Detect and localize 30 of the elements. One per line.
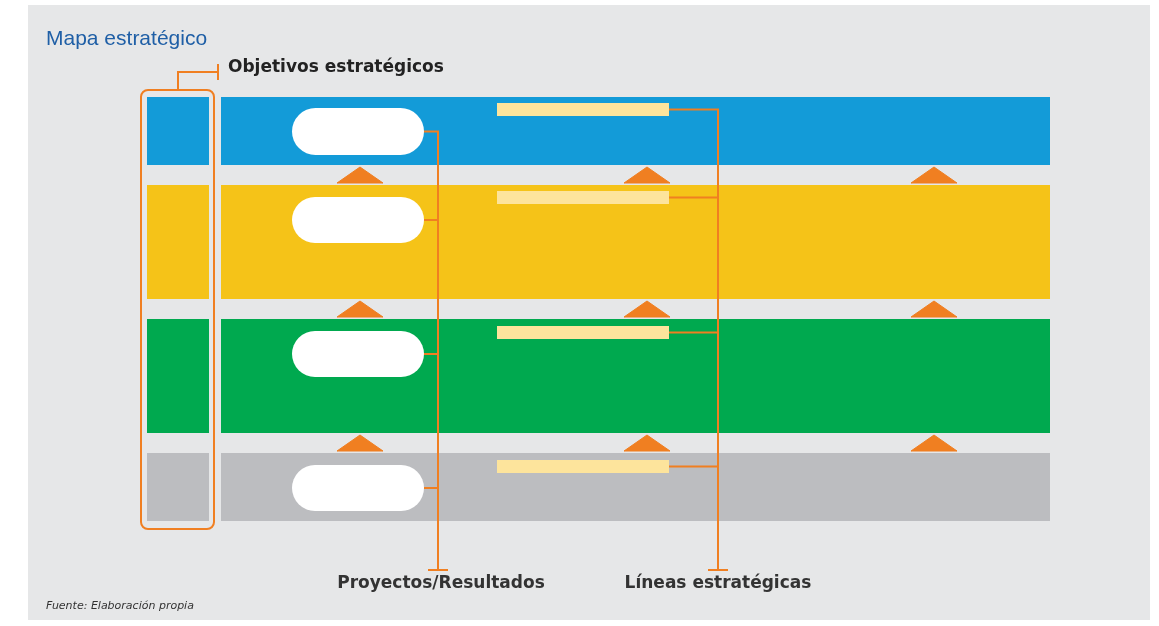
blank-pill xyxy=(292,465,424,511)
up-arrow xyxy=(336,300,384,318)
up-arrow xyxy=(623,434,671,452)
color-square xyxy=(147,453,209,521)
up-arrow xyxy=(336,434,384,452)
objective-band xyxy=(221,319,1050,433)
color-square xyxy=(147,319,209,433)
up-arrow xyxy=(623,166,671,184)
diagram-title: Mapa estratégico xyxy=(46,26,208,50)
blank-pill xyxy=(292,197,424,243)
up-arrow xyxy=(910,300,958,318)
blank-bar xyxy=(497,460,669,473)
axis-label: Líneas estratégicas xyxy=(623,572,813,592)
group-heading: Objetivos estratégicos xyxy=(228,56,444,76)
objective-band xyxy=(221,453,1050,521)
color-square xyxy=(147,97,209,165)
blank-bar xyxy=(497,103,669,116)
up-arrow xyxy=(910,434,958,452)
blank-pill xyxy=(292,331,424,377)
color-square xyxy=(147,185,209,299)
blank-pill xyxy=(292,108,424,155)
up-arrow xyxy=(910,166,958,184)
blank-bar xyxy=(497,191,669,204)
axis-label: Proyectos/Resultados xyxy=(336,572,546,592)
caption: Fuente: Elaboración propia xyxy=(46,599,194,612)
objective-band xyxy=(221,97,1050,165)
blank-bar xyxy=(497,326,669,339)
up-arrow xyxy=(336,166,384,184)
objective-band xyxy=(221,185,1050,299)
up-arrow xyxy=(623,300,671,318)
